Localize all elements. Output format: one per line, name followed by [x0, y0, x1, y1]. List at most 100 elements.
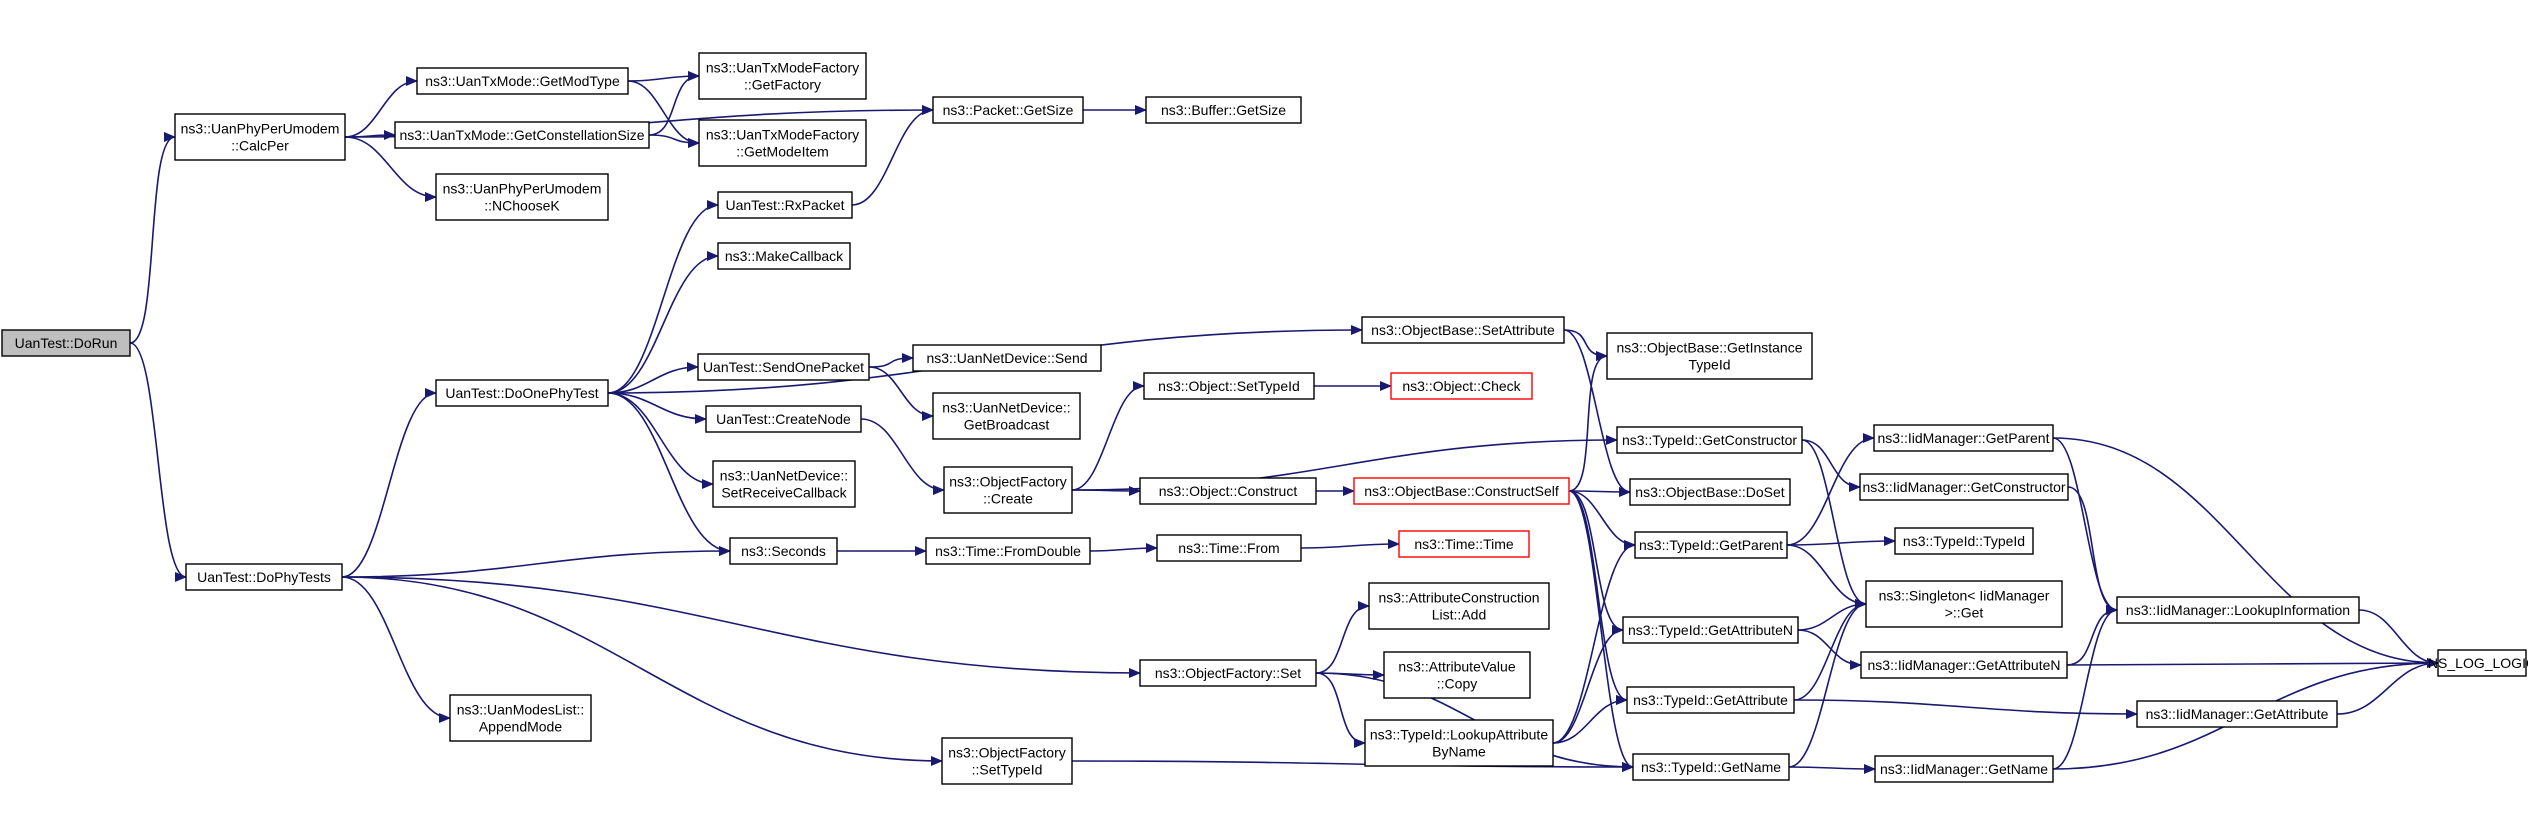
node-label: ns3::TypeId::GetParent [1639, 537, 1783, 553]
node-calcper[interactable]: ns3::UanPhyPerUmodem::CalcPer [174, 113, 346, 161]
node-box [435, 173, 609, 221]
edge-rxpacket-to-packetgetsize [851, 105, 934, 206]
node-ofcreate[interactable]: ns3::ObjectFactory::Create [943, 466, 1073, 514]
node-tidgetconstructor[interactable]: ns3::TypeId::GetConstructor [1616, 426, 1803, 454]
node-box [1873, 424, 2054, 452]
edge-dophytests-to-seconds [341, 546, 731, 578]
node-box [1622, 616, 1799, 644]
node-iidgetconstructor[interactable]: ns3::IidManager::GetConstructor [1859, 473, 2069, 501]
node-sendonepacket[interactable]: UanTest::SendOnePacket [697, 353, 870, 381]
edge-ofcreate-to-objsettypeid [1071, 381, 1145, 491]
node-iidgetattr[interactable]: ns3::IidManager::GetAttribute [2136, 700, 2338, 728]
node-ofsettypeid[interactable]: ns3::ObjectFactory::SetTypeId [941, 737, 1073, 785]
node-box [1, 329, 131, 357]
node-label: ns3::ObjectBase::DoSet [1635, 484, 1785, 500]
node-constructself[interactable]: ns3::ObjectBase::ConstructSelf [1353, 477, 1570, 505]
node-tidgetname[interactable]: ns3::TypeId::GetName [1632, 753, 1790, 781]
node-ofset[interactable]: ns3::ObjectFactory::Set [1139, 659, 1317, 687]
edge-setattribute-to-doset [1563, 329, 1631, 497]
node-objcheck[interactable]: ns3::Object::Check [1390, 372, 1533, 400]
node-buffergetsize[interactable]: ns3::Buffer::GetSize [1145, 96, 1302, 124]
edge-getconst-to-getfactory [648, 71, 700, 136]
edge-doonephytest-to-sendonepacket [607, 362, 699, 394]
node-box [1139, 659, 1317, 687]
node-makecallback[interactable]: ns3::MakeCallback [717, 242, 851, 270]
nodes-layer: UanTest::DoRun ns3::UanPhyPerUmodem::Calc… [1, 52, 2528, 785]
node-box [1874, 755, 2054, 783]
node-setattribute[interactable]: ns3::ObjectBase::SetAttribute [1361, 316, 1565, 344]
node-box [2116, 596, 2360, 624]
node-iidlookupinfo[interactable]: ns3::IidManager::LookupInformation [2116, 596, 2360, 624]
node-label: ns3::TypeId::GetAttributeN [1628, 622, 1793, 638]
node-label: NS_LOG_LOGIC [2428, 655, 2528, 671]
node-box [705, 405, 862, 433]
node-getmodtype[interactable]: ns3::UanTxMode::GetModType [416, 67, 629, 95]
node-doset[interactable]: ns3::ObjectBase::DoSet [1629, 478, 1791, 506]
node-objsettypeid[interactable]: ns3::Object::SetTypeId [1143, 372, 1315, 400]
node-createnode[interactable]: UanTest::CreateNode [705, 405, 862, 433]
edge-doonephytest-to-seconds [607, 392, 731, 556]
node-label: ns3::TypeId::GetAttribute [1633, 692, 1788, 708]
edge-timefrom-to-timetime [1300, 539, 1400, 550]
node-iidgetattrn[interactable]: ns3::IidManager::GetAttributeN [1860, 651, 2068, 679]
node-box [925, 537, 1091, 565]
node-label: ns3::UanTxMode::GetModType [425, 73, 620, 89]
node-packetgetsize[interactable]: ns3::Packet::GetSize [932, 96, 1084, 124]
node-box [1398, 530, 1530, 558]
node-label: ns3::Time::Time [1414, 536, 1514, 552]
node-label: UanTest::DoRun [15, 335, 118, 351]
node-timetime[interactable]: ns3::Time::Time [1398, 530, 1530, 558]
node-setreceivecb[interactable]: ns3::UanNetDevice::SetReceiveCallback [712, 460, 856, 508]
node-iidgetparent[interactable]: ns3::IidManager::GetParent [1873, 424, 2054, 452]
node-dophytests[interactable]: UanTest::DoPhyTests [185, 563, 343, 591]
edge-dophytests-to-ofset [341, 576, 1141, 678]
node-doonephytest[interactable]: UanTest::DoOnePhyTest [435, 379, 609, 407]
node-label: ::Copy [1437, 676, 1477, 692]
node-nchoosek[interactable]: ns3::UanPhyPerUmodem::NChooseK [435, 173, 609, 221]
node-box [697, 353, 870, 381]
node-label: ns3::UanTxModeFactory [706, 127, 859, 143]
edge-getconst-to-getmodeitem [648, 134, 700, 148]
node-getmodeitem[interactable]: ns3::UanTxModeFactory::GetModeItem [698, 119, 867, 167]
node-box [1145, 96, 1302, 124]
node-box [1629, 478, 1791, 506]
node-netdevsend[interactable]: ns3::UanNetDevice::Send [912, 344, 1102, 372]
node-avcopy[interactable]: ns3::AttributeValue::Copy [1383, 651, 1531, 699]
node-label: ::SetTypeId [972, 762, 1043, 778]
node-box [1859, 473, 2069, 501]
node-label: ns3::AttributeConstruction [1378, 590, 1539, 606]
node-iidgetname[interactable]: ns3::IidManager::GetName [1874, 755, 2054, 783]
node-rxpacket[interactable]: UanTest::RxPacket [717, 191, 853, 219]
node-objconstruct[interactable]: ns3::Object::Construct [1139, 477, 1317, 505]
node-label: UanTest::CreateNode [716, 411, 851, 427]
node-getconst[interactable]: ns3::UanTxMode::GetConstellationSize [394, 121, 650, 149]
node-seconds[interactable]: ns3::Seconds [729, 537, 838, 565]
node-appendmode[interactable]: ns3::UanModesList::AppendMode [449, 694, 592, 742]
node-label: ns3::UanNetDevice:: [942, 400, 1070, 416]
node-fromdouble[interactable]: ns3::Time::FromDouble [925, 537, 1091, 565]
node-dorun[interactable]: UanTest::DoRun [1, 329, 131, 357]
node-label: ns3::IidManager::GetAttribute [2146, 706, 2329, 722]
node-label: UanTest::DoOnePhyTest [445, 385, 598, 401]
node-timefrom[interactable]: ns3::Time::From [1156, 534, 1302, 562]
node-label: ns3::UanPhyPerUmodem [181, 121, 340, 137]
node-label: GetBroadcast [964, 417, 1050, 433]
node-typeidtypeid[interactable]: ns3::TypeId::TypeId [1894, 527, 2034, 555]
node-box [185, 563, 343, 591]
node-box [932, 392, 1081, 440]
node-label: ns3::UanTxModeFactory [706, 60, 859, 76]
node-tidgetattr[interactable]: ns3::TypeId::GetAttribute [1626, 686, 1795, 714]
node-tidgetparent[interactable]: ns3::TypeId::GetParent [1634, 531, 1788, 559]
node-label: ns3::TypeId::GetName [1641, 759, 1781, 775]
node-box [435, 379, 609, 407]
node-label: ns3::ObjectFactory [948, 745, 1066, 761]
node-getfactory[interactable]: ns3::UanTxModeFactory::GetFactory [698, 52, 867, 100]
node-singletonget[interactable]: ns3::Singleton< IidManager>::Get [1865, 580, 2063, 628]
node-nslog[interactable]: NS_LOG_LOGIC [2428, 649, 2528, 677]
node-getbroadcast[interactable]: ns3::UanNetDevice::GetBroadcast [932, 392, 1081, 440]
node-tidgetattrn[interactable]: ns3::TypeId::GetAttributeN [1622, 616, 1799, 644]
edge-setattribute-to-getinstancetypeid [1563, 329, 1608, 361]
